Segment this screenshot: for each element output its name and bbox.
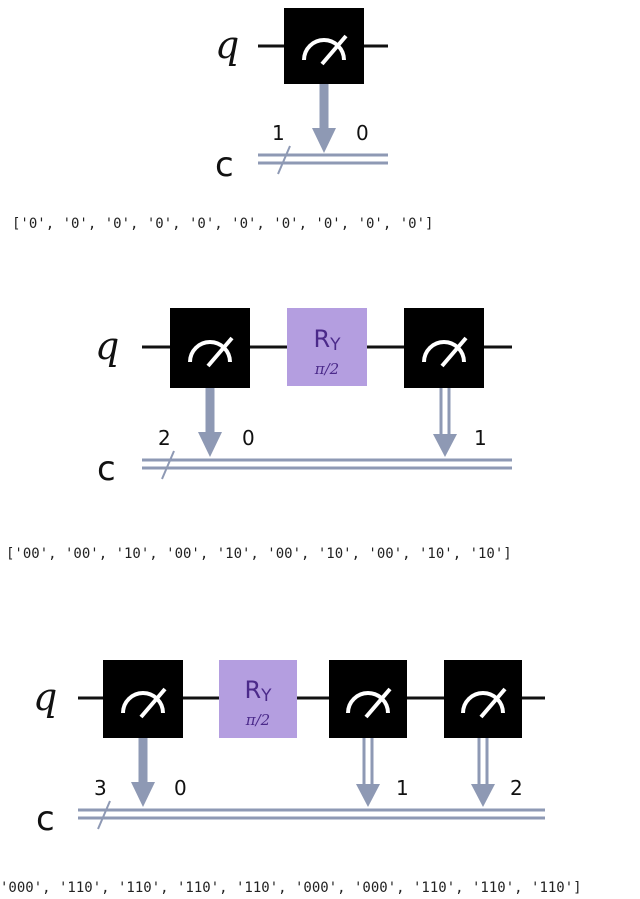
meter-arc-icon [188,340,232,363]
register-slash [277,145,291,175]
measure-gate-3 [444,660,522,738]
meter-needle-icon [364,687,392,719]
circuit-2: q c 2 0 RY π/2 1 [95,308,512,489]
measure-box [444,660,522,738]
ry-gate: RY π/2 [287,308,367,386]
meter-arc-icon [302,38,346,61]
measure-bit-label: 1 [474,426,487,450]
ry-label: RY [313,325,341,355]
qubit-label: q [33,675,57,719]
register-size: 2 [158,426,171,450]
meter-needle-icon [479,687,507,719]
qubit-label: q [215,23,239,67]
qubit-label: q [95,324,119,368]
meter-needle-icon [206,336,234,368]
measure-gate-1 [170,308,250,388]
measure-arrow-head [356,784,380,807]
measure-arrow-head [433,434,457,457]
measure-bit-label: 0 [242,426,255,450]
classical-label: c [97,449,116,489]
meter-needle-icon [320,34,348,66]
measure-gate [284,8,364,84]
classical-label: c [36,799,55,839]
output-list-3: '000', '110', '110', '110', '110', '000'… [0,880,582,896]
measure-gate-1 [103,660,183,738]
meter-arc-icon [422,340,466,363]
ry-box [219,660,297,738]
measure-box [103,660,183,738]
register-slash [161,450,175,480]
ry-gate: RY π/2 [219,660,297,738]
measure-arrow-head [131,782,155,807]
ry-param: π/2 [245,711,270,729]
measure-arrow-head [471,784,495,807]
measure-box [404,308,484,388]
register-slash [97,800,111,830]
measure-bit-label: 2 [510,776,523,800]
measure-box [284,8,364,84]
measure-arrow-head [198,432,222,457]
meter-arc-icon [121,691,165,714]
ry-box [287,308,367,386]
measure-bit-label: 1 [396,776,409,800]
meter-arc-icon [461,691,505,714]
meter-arc-icon [346,691,390,714]
measure-gate-2 [404,308,484,388]
output-list-2: ['00', '00', '10', '00', '10', '00', '10… [6,546,512,562]
ry-label: RY [244,676,272,706]
ry-param: π/2 [314,360,339,378]
circuit-3: q c 3 0 RY π/2 1 [33,660,545,839]
register-size: 1 [272,121,285,145]
measure-box [170,308,250,388]
measure-bit-label: 0 [174,776,187,800]
measure-box [329,660,407,738]
measure-arrow-head [312,128,336,153]
meter-needle-icon [139,687,167,719]
meter-needle-icon [440,336,468,368]
register-size: 3 [94,776,107,800]
circuit-1: q c 1 0 [215,8,388,185]
output-list-1: ['0', '0', '0', '0', '0', '0', '0', '0',… [12,216,434,232]
measure-bit-label: 0 [356,121,369,145]
measure-gate-2 [329,660,407,738]
classical-label: c [215,145,234,185]
